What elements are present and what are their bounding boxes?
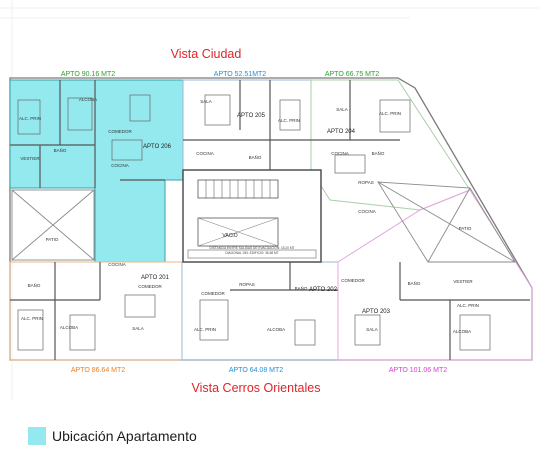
apartment-name-205: APTO 205 <box>237 113 266 119</box>
apartment-203-zone <box>337 189 533 361</box>
room-label: COMEDOR <box>201 291 225 296</box>
room-label: SALA <box>132 326 144 331</box>
room-label: ALCOBA <box>60 325 78 330</box>
room-label: ALC. PRIN <box>379 111 401 116</box>
central-core <box>182 169 322 263</box>
room-label: BAÑO <box>28 282 41 288</box>
apartment-name-203: APTO 203 <box>362 309 391 315</box>
room-label: COCINA <box>108 262 126 267</box>
room-label: BAÑO <box>372 150 385 156</box>
room-label: BAÑO <box>249 154 262 160</box>
room-label: PATIO <box>46 237 59 242</box>
apartment-name-206: APTO 206 <box>143 144 172 150</box>
area-label-203: APTO 101.06 MT2 <box>389 367 447 374</box>
room-label: COCINA <box>196 151 214 156</box>
area-label-201: APTO 86.64 MT2 <box>71 367 125 374</box>
legend: Ubicación Apartamento <box>28 427 197 445</box>
room-label: ALCOBA <box>79 97 97 102</box>
room-label: COCINA <box>111 163 129 168</box>
core-void-label: VACIO <box>222 233 237 239</box>
furniture <box>17 94 491 351</box>
apartment-name-201: APTO 201 <box>141 275 170 281</box>
room-label: BAÑO <box>295 285 308 291</box>
room-label: ALC. PRIN <box>21 316 43 321</box>
view-top-label: Vista Ciudad <box>171 47 242 61</box>
room-label: ROPAS <box>358 180 373 185</box>
room-label: ALC. PRIN <box>457 303 479 308</box>
room-label: COMEDOR <box>341 278 365 283</box>
room-label: SALA <box>200 99 212 104</box>
room-label: COCINA <box>358 209 376 214</box>
apartment-name-202: APTO 202 <box>309 287 338 293</box>
room-label: COCINA <box>331 151 349 156</box>
legend-swatch <box>28 427 46 445</box>
room-label: BAÑO <box>54 147 67 153</box>
room-label: COMEDOR <box>108 129 132 134</box>
room-label: ROPAS <box>239 282 254 287</box>
area-label-204: APTO 66.75 MT2 <box>325 71 379 78</box>
core-note-1: DISTANCIA ENTRE SALIDAS DE EVACUACION: 1… <box>210 246 295 250</box>
room-label: BAÑO <box>408 280 421 286</box>
room-label: ALC. PRIN <box>278 118 300 123</box>
room-label: VESTIER <box>453 279 473 284</box>
apartment-name-204: APTO 204 <box>327 129 356 135</box>
apartment-205-zone <box>182 79 312 171</box>
patio-right <box>377 181 516 263</box>
area-label-202: APTO 64.08 MT2 <box>229 367 283 374</box>
room-label: SALA <box>366 327 378 332</box>
interior-walls <box>10 80 530 360</box>
core-note-2: DIAGONAL DEL EDIFICIO: 36.68 MT <box>225 251 278 255</box>
room-label: ALC. PRIN <box>194 327 216 332</box>
apartment-204-zone <box>310 79 471 211</box>
room-label: PATIO <box>459 226 472 231</box>
room-label: ALC. PRIN <box>19 116 41 121</box>
view-bottom-label: Vista Cerros Orientales <box>192 381 321 395</box>
room-label: VESTIER <box>20 156 40 161</box>
room-label: SALA <box>336 107 348 112</box>
area-label-205: APTO 52.51MT2 <box>214 71 267 78</box>
area-label-206: APTO 90.16 MT2 <box>61 71 115 78</box>
legend-label: Ubicación Apartamento <box>52 428 197 444</box>
room-label: ALCOBA <box>267 327 285 332</box>
room-label: ALCOBA <box>453 329 471 334</box>
room-label: COMEDOR <box>138 284 162 289</box>
patio-left <box>11 189 95 261</box>
apartment-206-highlight <box>9 79 184 263</box>
